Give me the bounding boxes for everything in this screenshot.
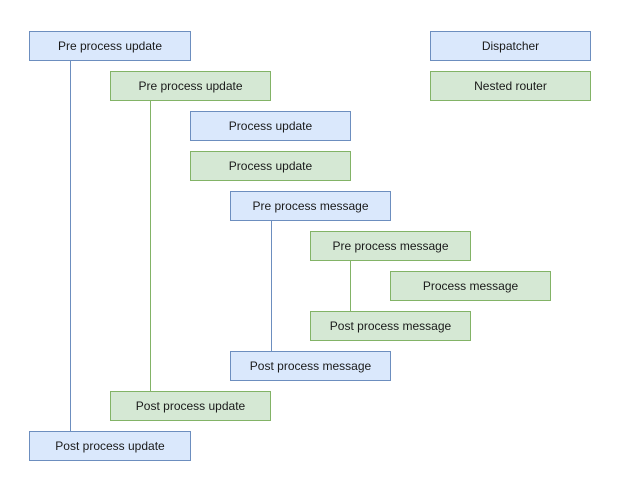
legend-item-dispatcher[interactable]: Dispatcher: [430, 31, 591, 61]
node-process-update-nested-router[interactable]: Process update: [190, 151, 351, 181]
connector-line-nested-router-inner: [350, 261, 351, 311]
node-pre-process-update-dispatcher[interactable]: Pre process update: [29, 31, 191, 61]
connector-line-nested-router-outer: [150, 101, 151, 391]
node-pre-process-message-dispatcher[interactable]: Pre process message: [230, 191, 391, 221]
node-process-update-dispatcher[interactable]: Process update: [190, 111, 351, 141]
legend-item-nested-router[interactable]: Nested router: [430, 71, 591, 101]
node-pre-process-update-nested-router[interactable]: Pre process update: [110, 71, 271, 101]
node-post-process-message-nested-router[interactable]: Post process message: [310, 311, 471, 341]
connector-line-dispatcher-inner: [271, 221, 272, 351]
node-process-message-nested-router[interactable]: Process message: [390, 271, 551, 301]
node-pre-process-message-nested-router[interactable]: Pre process message: [310, 231, 471, 261]
node-post-process-message-dispatcher[interactable]: Post process message: [230, 351, 391, 381]
connector-line-dispatcher-outer: [70, 61, 71, 431]
node-post-process-update-dispatcher[interactable]: Post process update: [29, 431, 191, 461]
node-post-process-update-nested-router[interactable]: Post process update: [110, 391, 271, 421]
